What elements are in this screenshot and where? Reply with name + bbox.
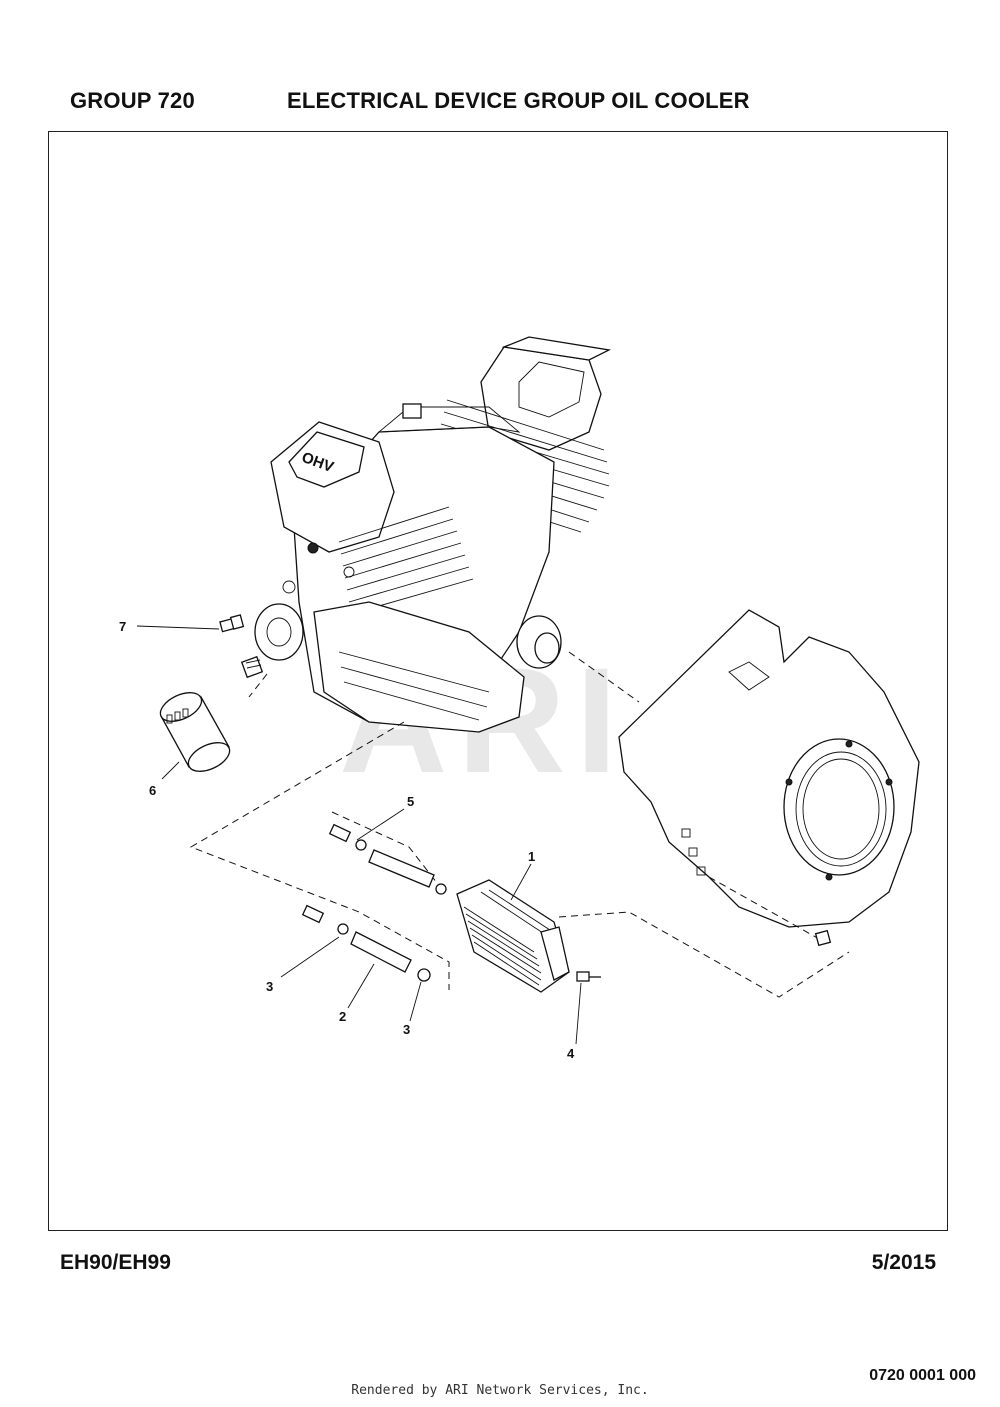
callout-4: 4 bbox=[567, 1046, 575, 1061]
part-7-oil-pressure-switch bbox=[219, 614, 245, 633]
callout-5: 5 bbox=[407, 794, 414, 809]
diagram-frame: ARI OHV bbox=[48, 131, 948, 1231]
document-number: 0720 0001 000 bbox=[869, 1367, 976, 1384]
exploded-parts-diagram: ARI OHV bbox=[119, 336, 920, 1061]
callout-6: 6 bbox=[149, 783, 156, 798]
callout-leaders bbox=[136, 625, 582, 1045]
callout-1: 1 bbox=[528, 849, 535, 864]
part-2-hose bbox=[350, 931, 431, 982]
part-clip bbox=[814, 929, 832, 947]
part-6-oil-filter bbox=[159, 692, 231, 772]
part-1-oil-cooler bbox=[456, 879, 570, 993]
render-credit: Rendered by ARI Network Services, Inc. bbox=[351, 1383, 649, 1398]
callout-3-left: 3 bbox=[266, 979, 273, 994]
part-lower-fitting bbox=[301, 904, 349, 935]
group-label: GROUP 720 bbox=[70, 88, 195, 113]
blower-housing bbox=[618, 609, 920, 928]
callout-2: 2 bbox=[339, 1009, 346, 1024]
callout-7: 7 bbox=[119, 619, 126, 634]
group-title: ELECTRICAL DEVICE GROUP OIL COOLER bbox=[287, 88, 750, 113]
model-label: EH90/EH99 bbox=[60, 1251, 171, 1274]
date-label: 5/2015 bbox=[871, 1251, 936, 1274]
callout-3-right: 3 bbox=[403, 1022, 410, 1037]
part-5-fitting bbox=[328, 823, 367, 851]
part-hose-upper bbox=[368, 849, 447, 895]
engine-assembly: OHV bbox=[254, 336, 612, 733]
part-filter-nipple bbox=[240, 655, 264, 679]
part-4-bolt bbox=[576, 971, 601, 982]
